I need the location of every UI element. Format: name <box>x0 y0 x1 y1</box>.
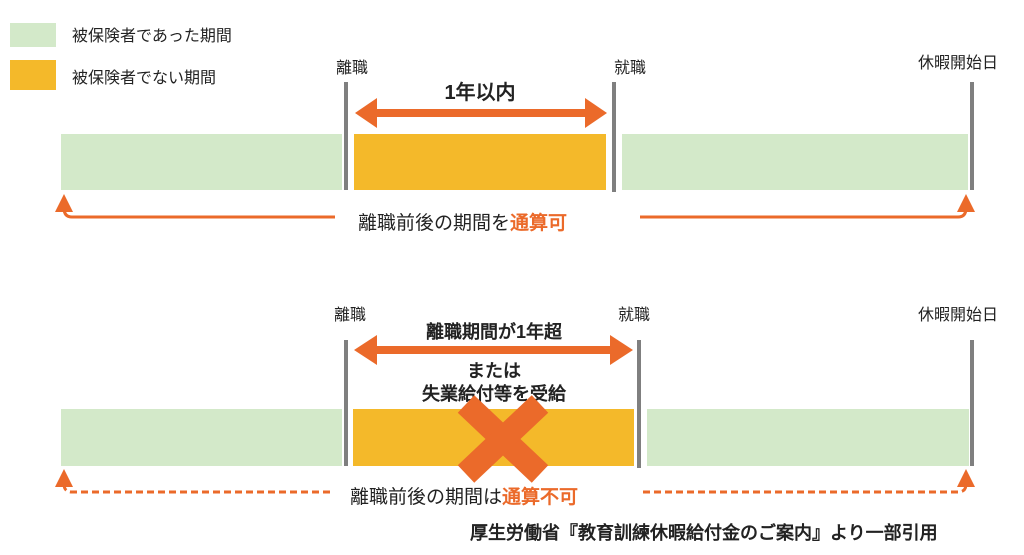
marker-leave-start-bottom <box>970 340 974 466</box>
legend-label-insured: 被保険者であった期間 <box>72 28 232 45</box>
span-label-line2: または <box>467 361 521 381</box>
insured-period-before-bottom <box>61 409 342 466</box>
marker-separation-bottom <box>344 340 348 466</box>
span-arrow-bottom <box>354 335 633 365</box>
label-reemployment-top: 就職 <box>614 60 647 77</box>
uninsured-period-top <box>354 134 606 190</box>
result-emphasis-top: 通算可 <box>510 213 568 234</box>
legend-label-uninsured: 被保険者でない期間 <box>72 70 217 87</box>
span-label-line1: 離職期間が1年超 <box>425 322 562 342</box>
label-leave-start-top: 休暇開始日 <box>918 55 999 72</box>
source-citation: 厚生労働省『教育訓練休暇給付金のご案内』より一部引用 <box>470 523 938 543</box>
result-bracket-bottom <box>55 469 975 494</box>
legend-swatch-insured <box>10 23 56 47</box>
result-prefix-bottom: 離職前後の期間は <box>350 487 503 508</box>
result-emphasis-bottom: 通算不可 <box>502 487 579 508</box>
label-leave-start-bottom: 休暇開始日 <box>918 307 999 324</box>
label-reemployment-bottom: 就職 <box>618 307 651 324</box>
result-text-top: 離職前後の期間を通算可 <box>358 208 567 235</box>
span-label-top: 1年以内 <box>444 82 516 104</box>
marker-separation-top <box>344 82 348 190</box>
result-bracket-top <box>55 194 975 219</box>
result-prefix-top: 離職前後の期間を <box>358 213 511 234</box>
marker-reemployment-bottom <box>637 340 641 468</box>
span-arrow-top <box>355 98 607 128</box>
label-separation-bottom: 離職 <box>334 307 367 324</box>
result-text-bottom: 離職前後の期間は通算不可 <box>350 482 578 509</box>
insured-period-before-top <box>61 134 342 190</box>
legend-swatch-uninsured <box>10 60 56 90</box>
marker-reemployment-top <box>612 82 616 192</box>
marker-leave-start-top <box>970 82 974 190</box>
label-separation-top: 離職 <box>336 60 369 77</box>
insured-period-after-top <box>622 134 968 190</box>
insured-period-after-bottom <box>647 409 969 466</box>
